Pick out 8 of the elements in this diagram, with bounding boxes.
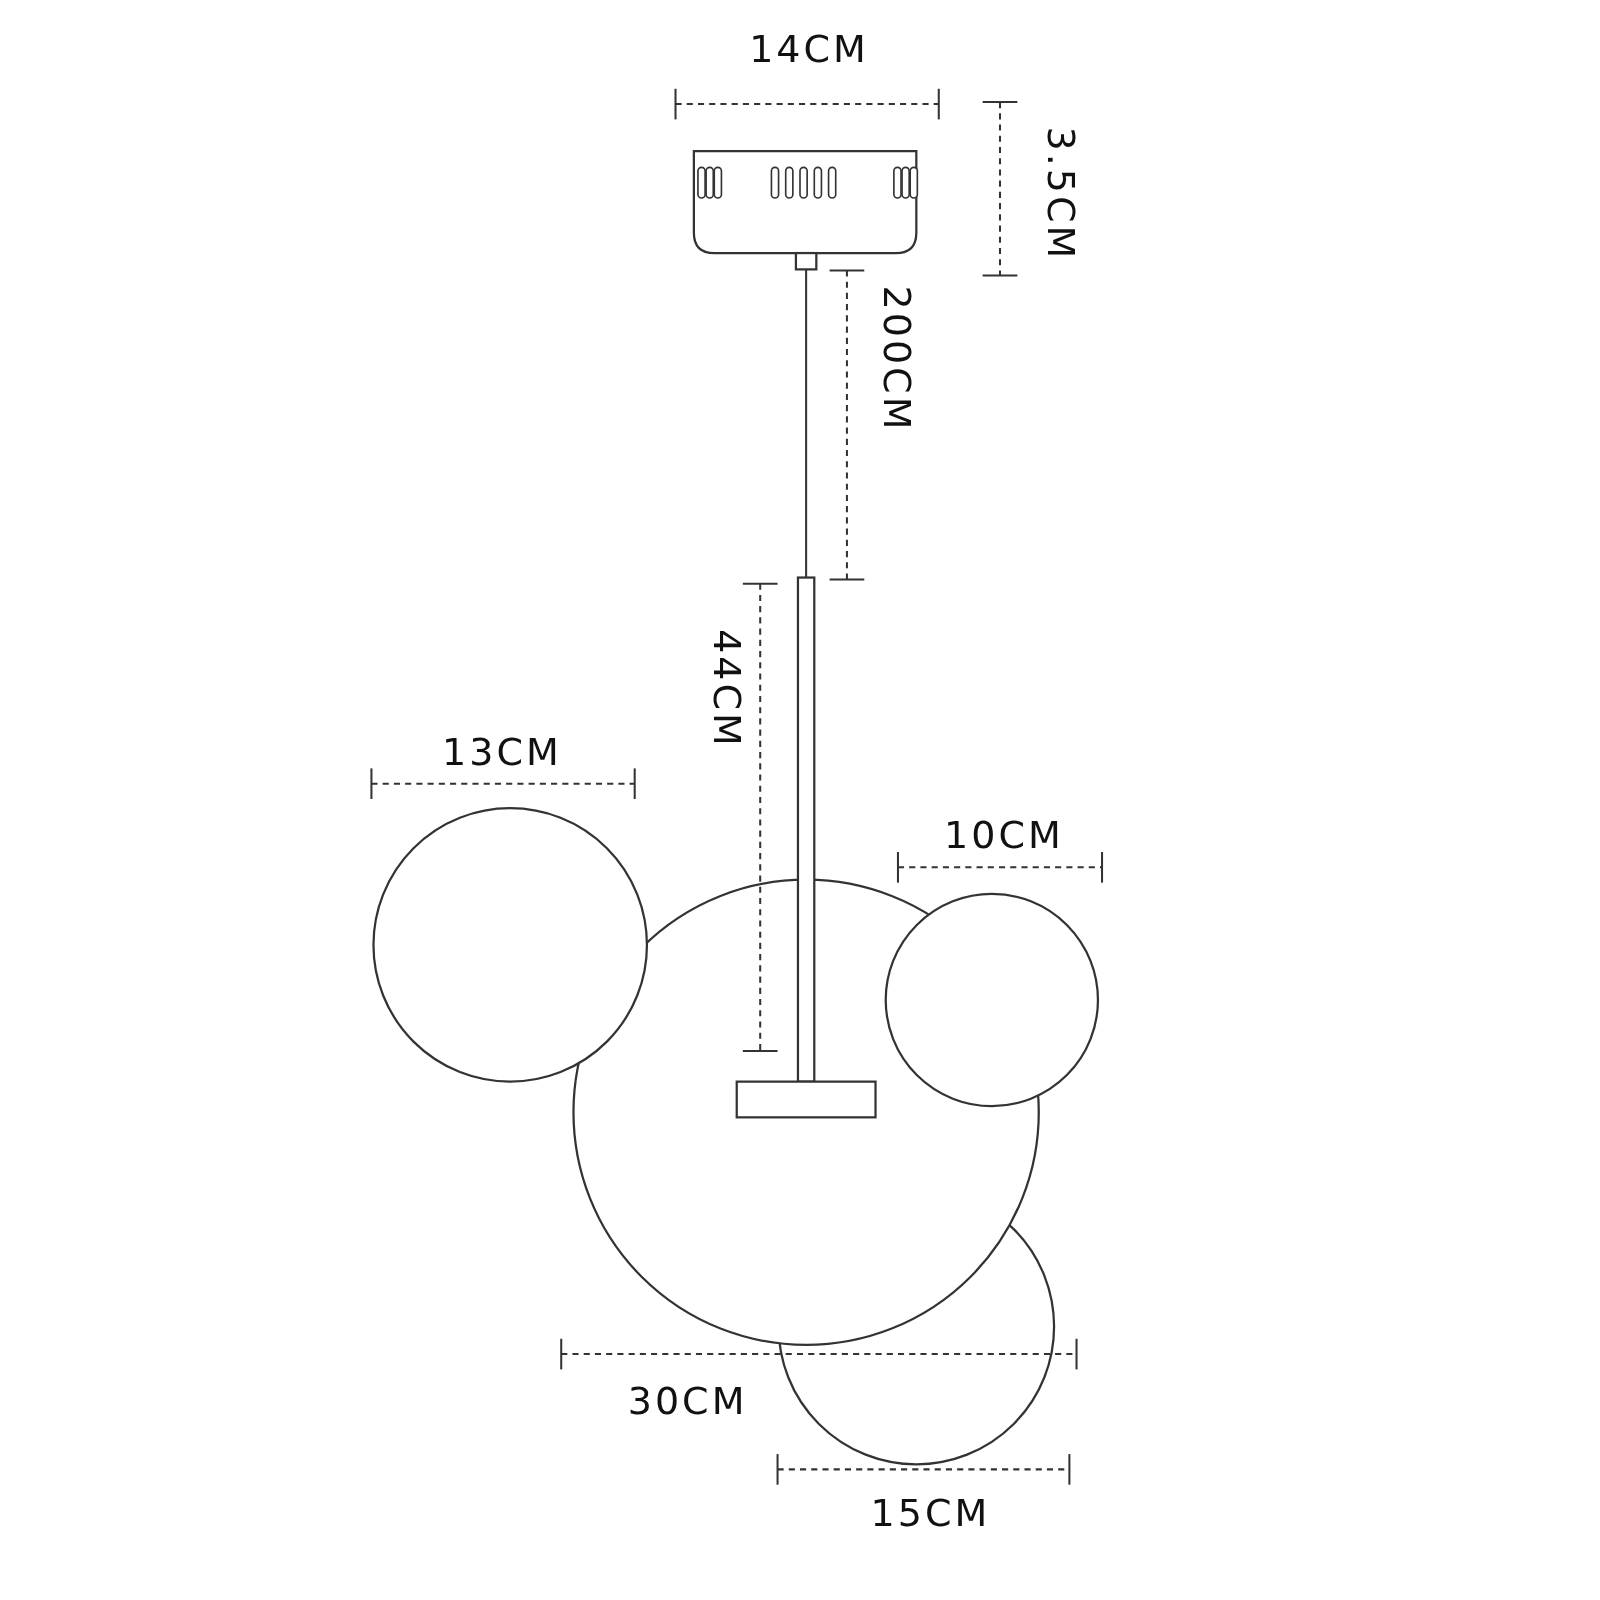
dimension-label: 30CM [627,1382,748,1420]
dimension-label: 13CM [442,733,562,772]
dimension-label: 15CM [870,1494,991,1533]
dimension-label: 10CM [944,815,1064,854]
dimension-label: 44CM [707,628,746,749]
dimension-label: 3.5CM [1042,126,1081,262]
dimension-label: 200CM [878,285,917,433]
dimension-label: 14CM [749,29,869,68]
